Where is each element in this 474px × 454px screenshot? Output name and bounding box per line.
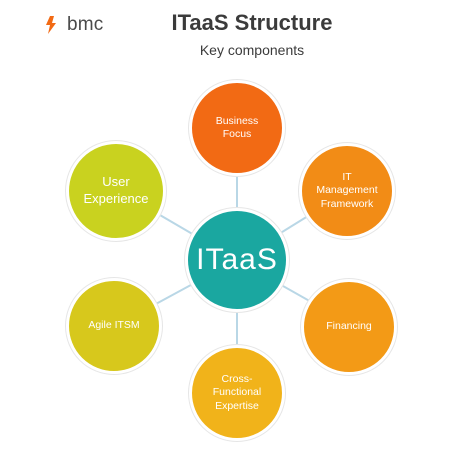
bmc-logo: bmc	[40, 12, 104, 38]
bmc-logo-icon	[46, 16, 56, 34]
node-agile-itsm: Agile ITSM	[66, 278, 162, 374]
node-itaas-center: ITaaS	[185, 208, 289, 312]
diagram-subtitle: Key components	[199, 42, 305, 58]
diagram-title: ITaaS Structure	[171, 10, 333, 35]
node-business-focus: Business Focus	[189, 80, 285, 176]
node-cross-functional-expertise: Cross- Functional Expertise	[189, 345, 285, 441]
node-user-experience: User Experience	[66, 141, 166, 241]
node-financing: Financing	[301, 279, 397, 375]
node-it-management-framework: IT Management Framework	[299, 143, 395, 239]
logo-text: bmc	[67, 14, 104, 35]
